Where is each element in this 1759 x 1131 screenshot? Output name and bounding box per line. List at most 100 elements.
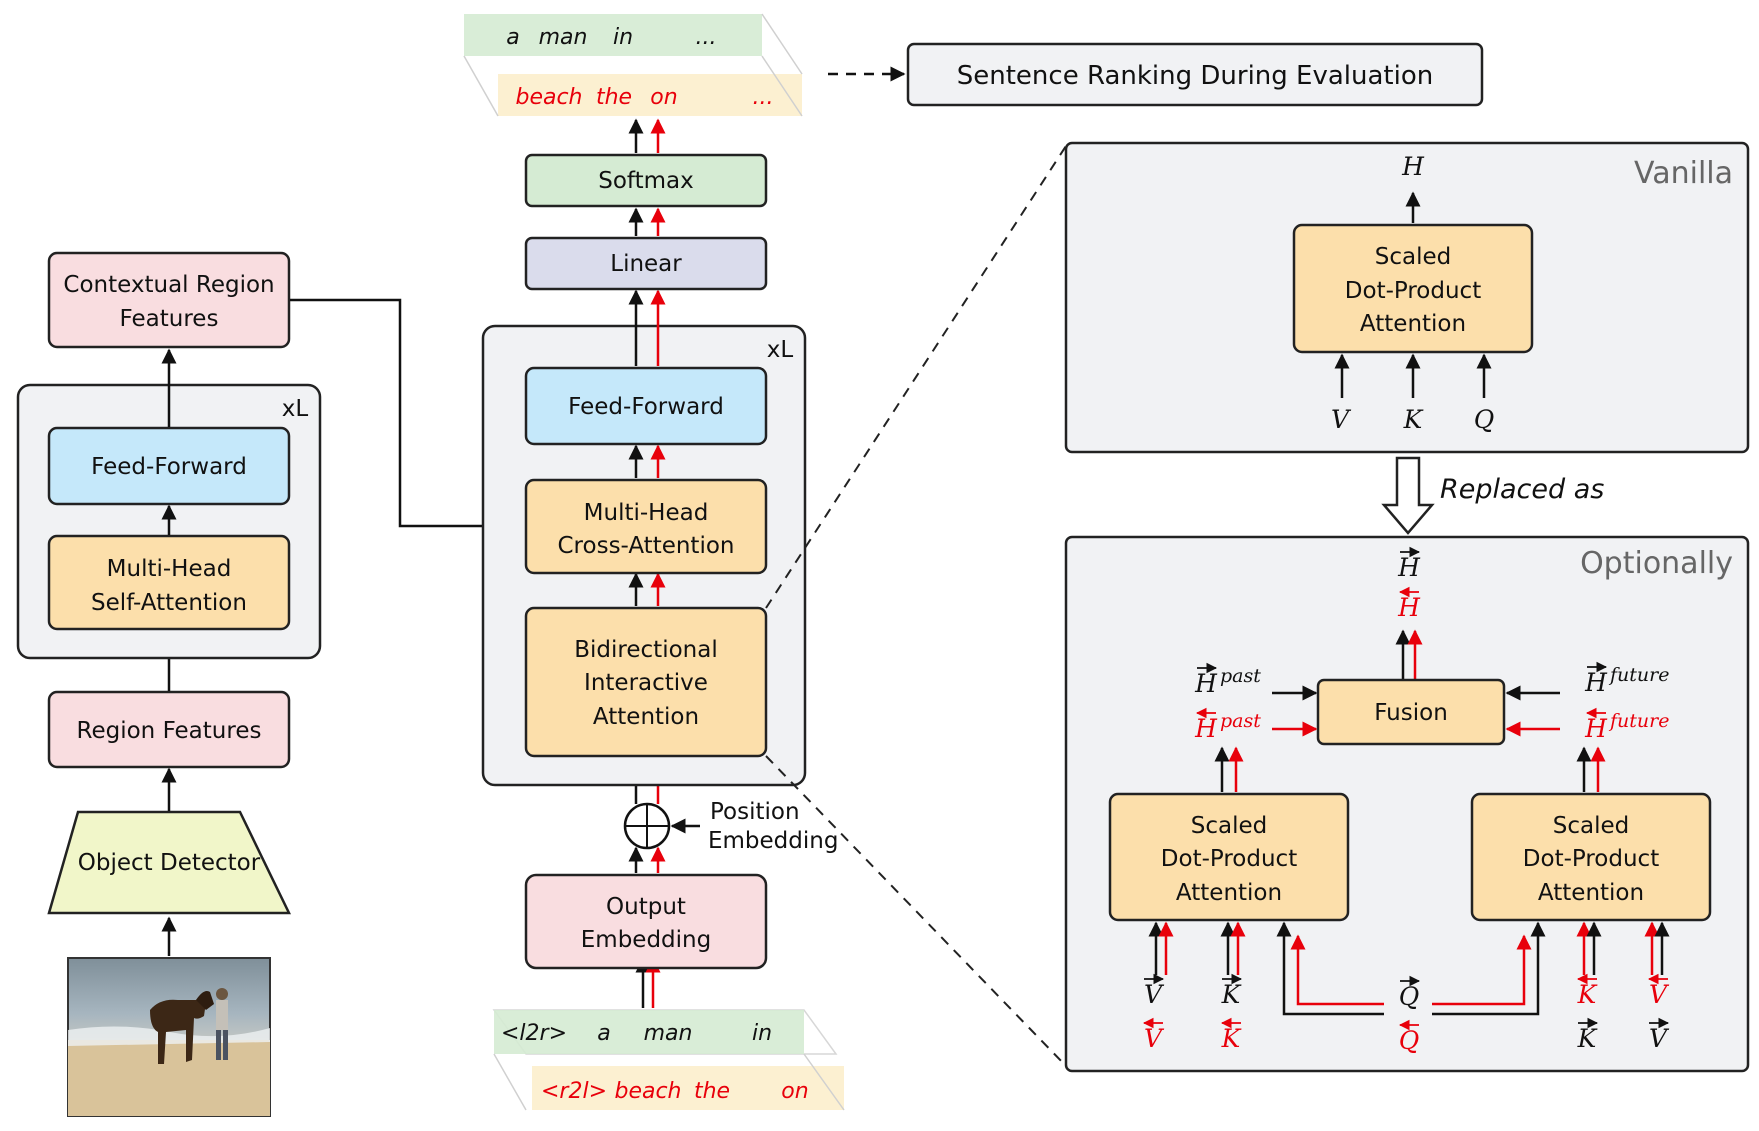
out-l2r-token-1: man — [539, 25, 588, 50]
h-forward: H — [1397, 553, 1421, 582]
vanilla-title: Vanilla — [1634, 156, 1733, 191]
out-l2r-token-2: in — [613, 25, 633, 50]
l2r-token-1: a — [597, 1021, 610, 1046]
r2l-token-3: on — [781, 1079, 808, 1104]
l2r-token-0: <l2r> — [501, 1021, 567, 1046]
cross-attention-line1: Multi-Head — [584, 500, 709, 526]
v-backward-right: V — [1649, 980, 1670, 1009]
vanilla-box-line2: Dot-Product — [1345, 278, 1481, 304]
h-future-forward: H — [1584, 668, 1608, 697]
r2l-token-0: <r2l> — [541, 1079, 607, 1104]
past-box-line1: Scaled — [1191, 813, 1267, 839]
decoder-feed-forward-label: Feed-Forward — [568, 394, 724, 420]
k-backward-left: K — [1221, 1024, 1242, 1053]
input-token-sequence: <l2r> a man in <r2l> beach the on — [492, 1009, 845, 1111]
v-forward-left: V — [1144, 980, 1165, 1009]
optional-title: Optionally — [1580, 546, 1733, 581]
future-attention-block — [1470, 792, 1712, 922]
vanilla-panel: Vanilla H Scaled Dot-Product Attention V… — [1064, 141, 1750, 454]
vanilla-input-v: V — [1331, 405, 1352, 434]
bidirectional-interactive-attention-block — [524, 606, 768, 758]
past-box-line3: Attention — [1176, 880, 1282, 906]
fusion-block — [1316, 678, 1506, 746]
position-embedding-line1: Position — [710, 799, 800, 825]
self-attention-line1: Multi-Head — [107, 556, 232, 582]
vanilla-attention-block — [1292, 223, 1534, 354]
bia-line2: Interactive — [584, 670, 708, 696]
encoder: Object Detector Region Features xL Multi… — [16, 251, 528, 1117]
h-backward: H — [1397, 593, 1421, 622]
region-features-block — [47, 690, 291, 769]
q-labels: Q Q — [1399, 975, 1421, 1055]
vanilla-input-q: Q — [1474, 405, 1495, 434]
h-past-labels: H past H past — [1194, 662, 1261, 743]
r2l-token-1: beach — [614, 1079, 681, 1104]
replaced-as-arrow — [1381, 456, 1435, 535]
bia-line3: Attention — [593, 704, 699, 730]
past-box-line2: Dot-Product — [1161, 846, 1297, 872]
q-backward: Q — [1399, 1026, 1420, 1055]
l2r-token-3: in — [752, 1021, 772, 1046]
output-embedding-line2: Embedding — [581, 927, 711, 953]
output-embedding-line1: Output — [606, 894, 686, 920]
h-past-backward-sup: past — [1220, 710, 1261, 732]
h-past-forward: H — [1194, 669, 1218, 698]
vanilla-box-line1: Scaled — [1375, 244, 1451, 270]
vanilla-output-h: H — [1401, 152, 1425, 181]
decoder-feed-forward-block — [524, 366, 768, 446]
input-image — [67, 957, 271, 1117]
contextual-line2: Features — [120, 306, 219, 332]
vanilla-input-k: K — [1403, 405, 1424, 434]
h-past-forward-sup: past — [1220, 665, 1261, 687]
future-box-line2: Dot-Product — [1523, 846, 1659, 872]
replaced-as-label: Replaced as — [1440, 474, 1604, 505]
h-future-forward-sup: future — [1608, 664, 1669, 686]
decoder-repeat-label: xL — [767, 337, 794, 363]
h-future-labels: H future H future — [1584, 661, 1669, 743]
object-detector-block — [47, 810, 291, 915]
future-box-line3: Attention — [1538, 880, 1644, 906]
bia-line1: Bidirectional — [574, 637, 717, 663]
linear-block — [524, 236, 768, 291]
out-r2l-token-1: the — [596, 85, 632, 110]
linear-label: Linear — [610, 251, 682, 277]
fusion-output-h: H H — [1397, 546, 1421, 622]
positional-add-operator — [623, 802, 671, 850]
optional-panel: Optionally H H Fusion H past H past H — [1064, 535, 1750, 1073]
out-l2r-token-3: ... — [696, 25, 717, 50]
out-r2l-token-0: beach — [515, 85, 582, 110]
r2l-token-2: the — [694, 1079, 730, 1104]
past-attention-block — [1108, 792, 1350, 922]
out-r2l-token-3: ... — [753, 85, 774, 110]
softmax-block — [524, 153, 768, 208]
h-future-backward-sup: future — [1608, 710, 1669, 732]
h-future-backward: H — [1584, 714, 1608, 743]
region-features-label: Region Features — [77, 718, 262, 744]
past-vk-labels: V V K K — [1142, 973, 1243, 1053]
v-backward-left: V — [1144, 1024, 1165, 1053]
contextual-line1: Contextual Region — [63, 272, 274, 298]
zoom-line-top — [765, 145, 1067, 609]
object-detector-label: Object Detector — [78, 850, 261, 876]
output-token-sequence: a man in ... beach the on ... — [463, 13, 803, 117]
future-kv-labels: K K V V — [1577, 973, 1670, 1053]
v-forward-right: V — [1649, 1024, 1670, 1053]
position-embedding-line2: Embedding — [708, 828, 838, 854]
encoder-repeat-label: xL — [282, 396, 309, 422]
decoder: <l2r> a man in <r2l> beach the on Output… — [463, 13, 906, 1111]
encoder-feed-forward-block — [47, 426, 291, 506]
contextual-region-features-block — [47, 251, 291, 349]
cross-attention-line2: Cross-Attention — [558, 533, 735, 559]
self-attention-block — [47, 534, 291, 631]
out-r2l-token-2: on — [650, 85, 677, 110]
k-forward-right: K — [1577, 1024, 1598, 1053]
k-backward-right: K — [1577, 980, 1598, 1009]
vanilla-box-line3: Attention — [1360, 311, 1466, 337]
q-forward: Q — [1399, 982, 1420, 1011]
sentence-ranking-label: Sentence Ranking During Evaluation — [957, 61, 1433, 91]
softmax-label: Softmax — [598, 168, 694, 194]
output-embedding-block — [524, 873, 768, 970]
k-forward-left: K — [1221, 980, 1242, 1009]
